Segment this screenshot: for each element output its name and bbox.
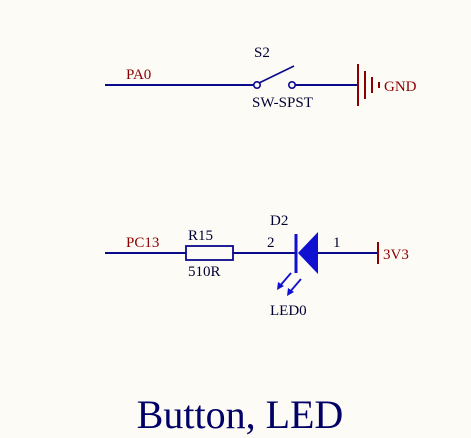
resistor-designator: R15 <box>188 228 213 244</box>
switch-circuit: PA0 S2 SW-SPST GND <box>105 45 417 111</box>
led-net-label: LED0 <box>270 303 307 319</box>
led-emission-arrows <box>277 272 302 296</box>
resistor-value: 510R <box>188 264 221 280</box>
switch-designator: S2 <box>254 45 270 61</box>
switch-contact-left <box>253 81 262 90</box>
switch-symbol <box>253 65 296 90</box>
pa0-net-label: PA0 <box>126 67 151 83</box>
switch-part-value: SW-SPST <box>252 95 313 111</box>
diagram-caption: Button, LED <box>137 392 344 437</box>
switch-lever <box>258 65 295 84</box>
ground-label: GND <box>384 79 417 95</box>
ground-symbol <box>357 64 380 106</box>
led-designator: D2 <box>270 213 288 229</box>
led-pin-1-label: 1 <box>333 235 341 251</box>
pc13-net-label: PC13 <box>126 235 159 251</box>
led-symbol <box>277 232 318 296</box>
led-pin-2-label: 2 <box>267 235 275 251</box>
resistor-symbol <box>185 245 234 261</box>
supply-label: 3V3 <box>383 247 409 263</box>
led-anode-triangle <box>298 232 318 274</box>
switch-contact-right <box>287 81 296 90</box>
led-circuit: PC13 R15 510R 2 D2 LED0 1 3V3 <box>105 213 409 319</box>
